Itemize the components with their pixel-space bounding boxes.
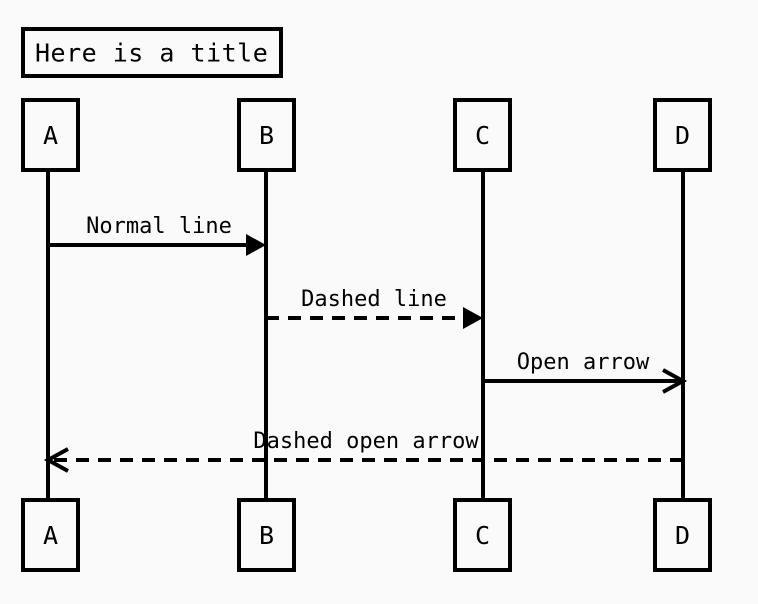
participant-box-top-d[interactable]: D <box>653 98 712 172</box>
message-label: Normal line <box>86 214 232 239</box>
participant-label: B <box>259 121 274 150</box>
participant-box-shape <box>653 98 712 172</box>
participant-label: C <box>475 121 490 150</box>
participant-label: A <box>43 521 58 550</box>
participant-box-shape <box>237 498 296 572</box>
participant-box-shape <box>21 98 80 172</box>
participant-box-shape <box>653 498 712 572</box>
participant-box-bottom-b[interactable]: B <box>237 498 296 572</box>
arrowhead-filled <box>246 234 266 256</box>
message-label: Dashed open arrow <box>253 429 479 454</box>
participant-box-top-c[interactable]: C <box>453 98 512 172</box>
arrowhead-open <box>43 447 69 473</box>
diagram-title-label: Here is a title <box>35 39 268 68</box>
participant-label: D <box>675 121 690 150</box>
participant-box-top-a[interactable]: A <box>21 98 80 172</box>
message-3-open-arrow[interactable]: Open arrow <box>483 350 688 394</box>
diagram-title-box <box>21 27 283 78</box>
message-4-dashed-open-arrow[interactable]: Dashed open arrow <box>43 429 683 473</box>
participant-box-bottom-a[interactable]: A <box>21 498 80 572</box>
participant-box-bottom-c[interactable]: C <box>453 498 512 572</box>
message-label: Open arrow <box>517 350 650 375</box>
diagram-title-group: Here is a title <box>21 27 283 78</box>
arrowhead-filled <box>463 307 483 329</box>
message-2-dashed-line[interactable]: Dashed line <box>266 287 483 329</box>
lifelines-group <box>46 172 685 498</box>
participant-boxes-group: A A B B C C D D <box>21 98 712 572</box>
participant-box-shape <box>21 498 80 572</box>
participant-label: B <box>259 521 274 550</box>
participant-box-shape <box>453 498 512 572</box>
message-1-normal-line[interactable]: Normal line <box>48 214 266 256</box>
message-label: Dashed line <box>301 287 447 312</box>
participant-box-top-b[interactable]: B <box>237 98 296 172</box>
participant-box-bottom-d[interactable]: D <box>653 498 712 572</box>
participant-label: D <box>675 521 690 550</box>
participant-label: C <box>475 521 490 550</box>
participant-box-shape <box>453 98 512 172</box>
participant-label: A <box>43 121 58 150</box>
arrowhead-open <box>662 368 688 394</box>
participant-box-shape <box>237 98 296 172</box>
